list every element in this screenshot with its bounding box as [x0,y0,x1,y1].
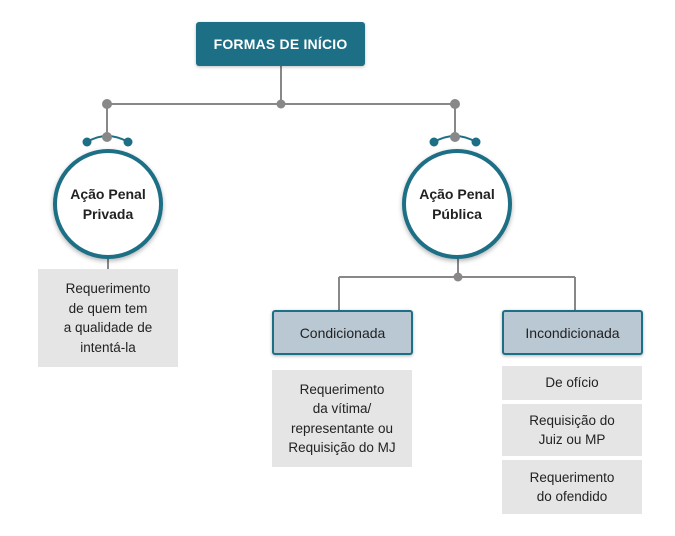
connector-dot [123,137,133,147]
node-label-line: Privada [82,206,134,222]
root-label: FORMAS DE INÍCIO [213,36,348,52]
connector-dot [471,137,481,147]
detail-line: de quem tem [68,300,148,316]
detail-line: da vítima/ [312,401,372,416]
junction-dot [453,272,463,282]
node-acao-penal-privada: Ação Penal Privada [53,149,163,259]
detail-line: representante ou [290,420,394,436]
junction-dot [450,132,460,142]
detail-line: intentá-la [80,339,136,355]
detail-line: Requisição do MJ [288,440,396,455]
detail-line: Juiz ou MP [538,432,606,447]
connector-dot [429,137,439,147]
node-label-line: Pública [432,206,482,222]
node-acao-penal-publica: Ação Penal Pública [402,149,512,259]
junction-dot [102,99,112,109]
detail-line: a qualidade de [63,320,153,335]
incondicionada-item-requisicao: Requisição do Juiz ou MP [502,404,642,456]
subnode-label: Condicionada [299,324,386,341]
junction-dot [276,99,286,109]
detail-line: Requerimento [299,381,385,397]
node-condicionada: Condicionada [272,310,413,355]
detail-line: De ofício [545,375,599,391]
detail-line: Requerimento [529,469,615,485]
condicionada-detail-box: Requerimento da vítima/ representante ou… [272,370,412,467]
privada-detail-box: Requerimento de quem tem a qualidade de … [38,269,178,367]
detail-line: do ofendido [536,489,608,504]
node-label-line: Ação Penal [419,186,495,202]
junction-dot [450,99,460,109]
node-label-line: Ação Penal [70,186,146,202]
incondicionada-item-requerimento: Requerimento do ofendido [502,460,642,514]
detail-line: Requerimento [65,281,151,296]
detail-line: Requisição do [529,412,615,428]
node-incondicionada: Incondicionada [502,310,643,355]
subnode-label: Incondicionada [525,324,620,341]
incondicionada-item-de-oficio: De ofício [502,366,642,400]
root-node: FORMAS DE INÍCIO [196,22,365,66]
junction-dot [102,132,112,142]
connector-dot [82,137,92,147]
